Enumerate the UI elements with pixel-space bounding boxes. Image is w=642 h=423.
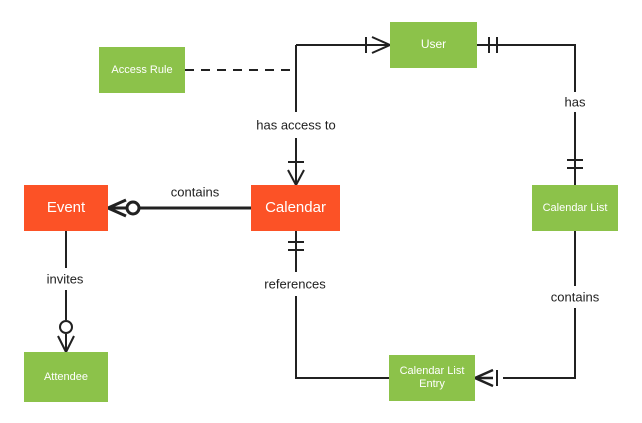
relationship-label-invites: invites: [43, 271, 87, 287]
relationship-label-references: references: [261, 276, 329, 292]
connector-calendar-list-entry-elbow: [295, 296, 389, 379]
crowfoot-entry-right: [474, 368, 494, 388]
entity-attendee[interactable]: Attendee: [24, 352, 108, 402]
entity-access-rule-label: Access Rule: [111, 63, 173, 76]
connector-user-calendarlist-upper: [477, 44, 576, 92]
relationship-label-has: has: [561, 94, 589, 110]
entity-calendar-list-entry[interactable]: Calendar List Entry: [389, 355, 475, 401]
entity-event[interactable]: Event: [24, 185, 108, 231]
entity-event-label: Event: [46, 199, 86, 217]
cardinality-circle-event: [125, 200, 141, 216]
entity-calendar-list[interactable]: Calendar List: [532, 185, 618, 231]
entity-calendar-list-entry-label: Calendar List Entry: [399, 365, 465, 390]
relationship-label-contains-list-entry: contains: [547, 289, 603, 305]
entity-access-rule[interactable]: Access Rule: [99, 47, 185, 93]
entity-user[interactable]: User: [390, 22, 477, 68]
entity-calendar-list-label: Calendar List: [542, 201, 608, 214]
entity-calendar[interactable]: Calendar: [251, 185, 340, 231]
connector-calendarlist-entry-elbow: [503, 308, 576, 379]
relationship-label-has-access-to: has access to: [253, 117, 339, 133]
entity-attendee-label: Attendee: [43, 370, 89, 383]
crowfoot-user-left: [371, 36, 391, 54]
crowfoot-attendee-top: [57, 334, 75, 353]
entity-user-label: User: [420, 37, 447, 52]
cardinality-circle-attendee: [59, 320, 73, 334]
entity-calendar-label: Calendar: [265, 199, 326, 217]
crowfoot-event-right: [107, 198, 127, 218]
relationship-label-contains-event-calendar: contains: [167, 184, 223, 200]
crowfoot-calendar-top: [287, 168, 305, 186]
